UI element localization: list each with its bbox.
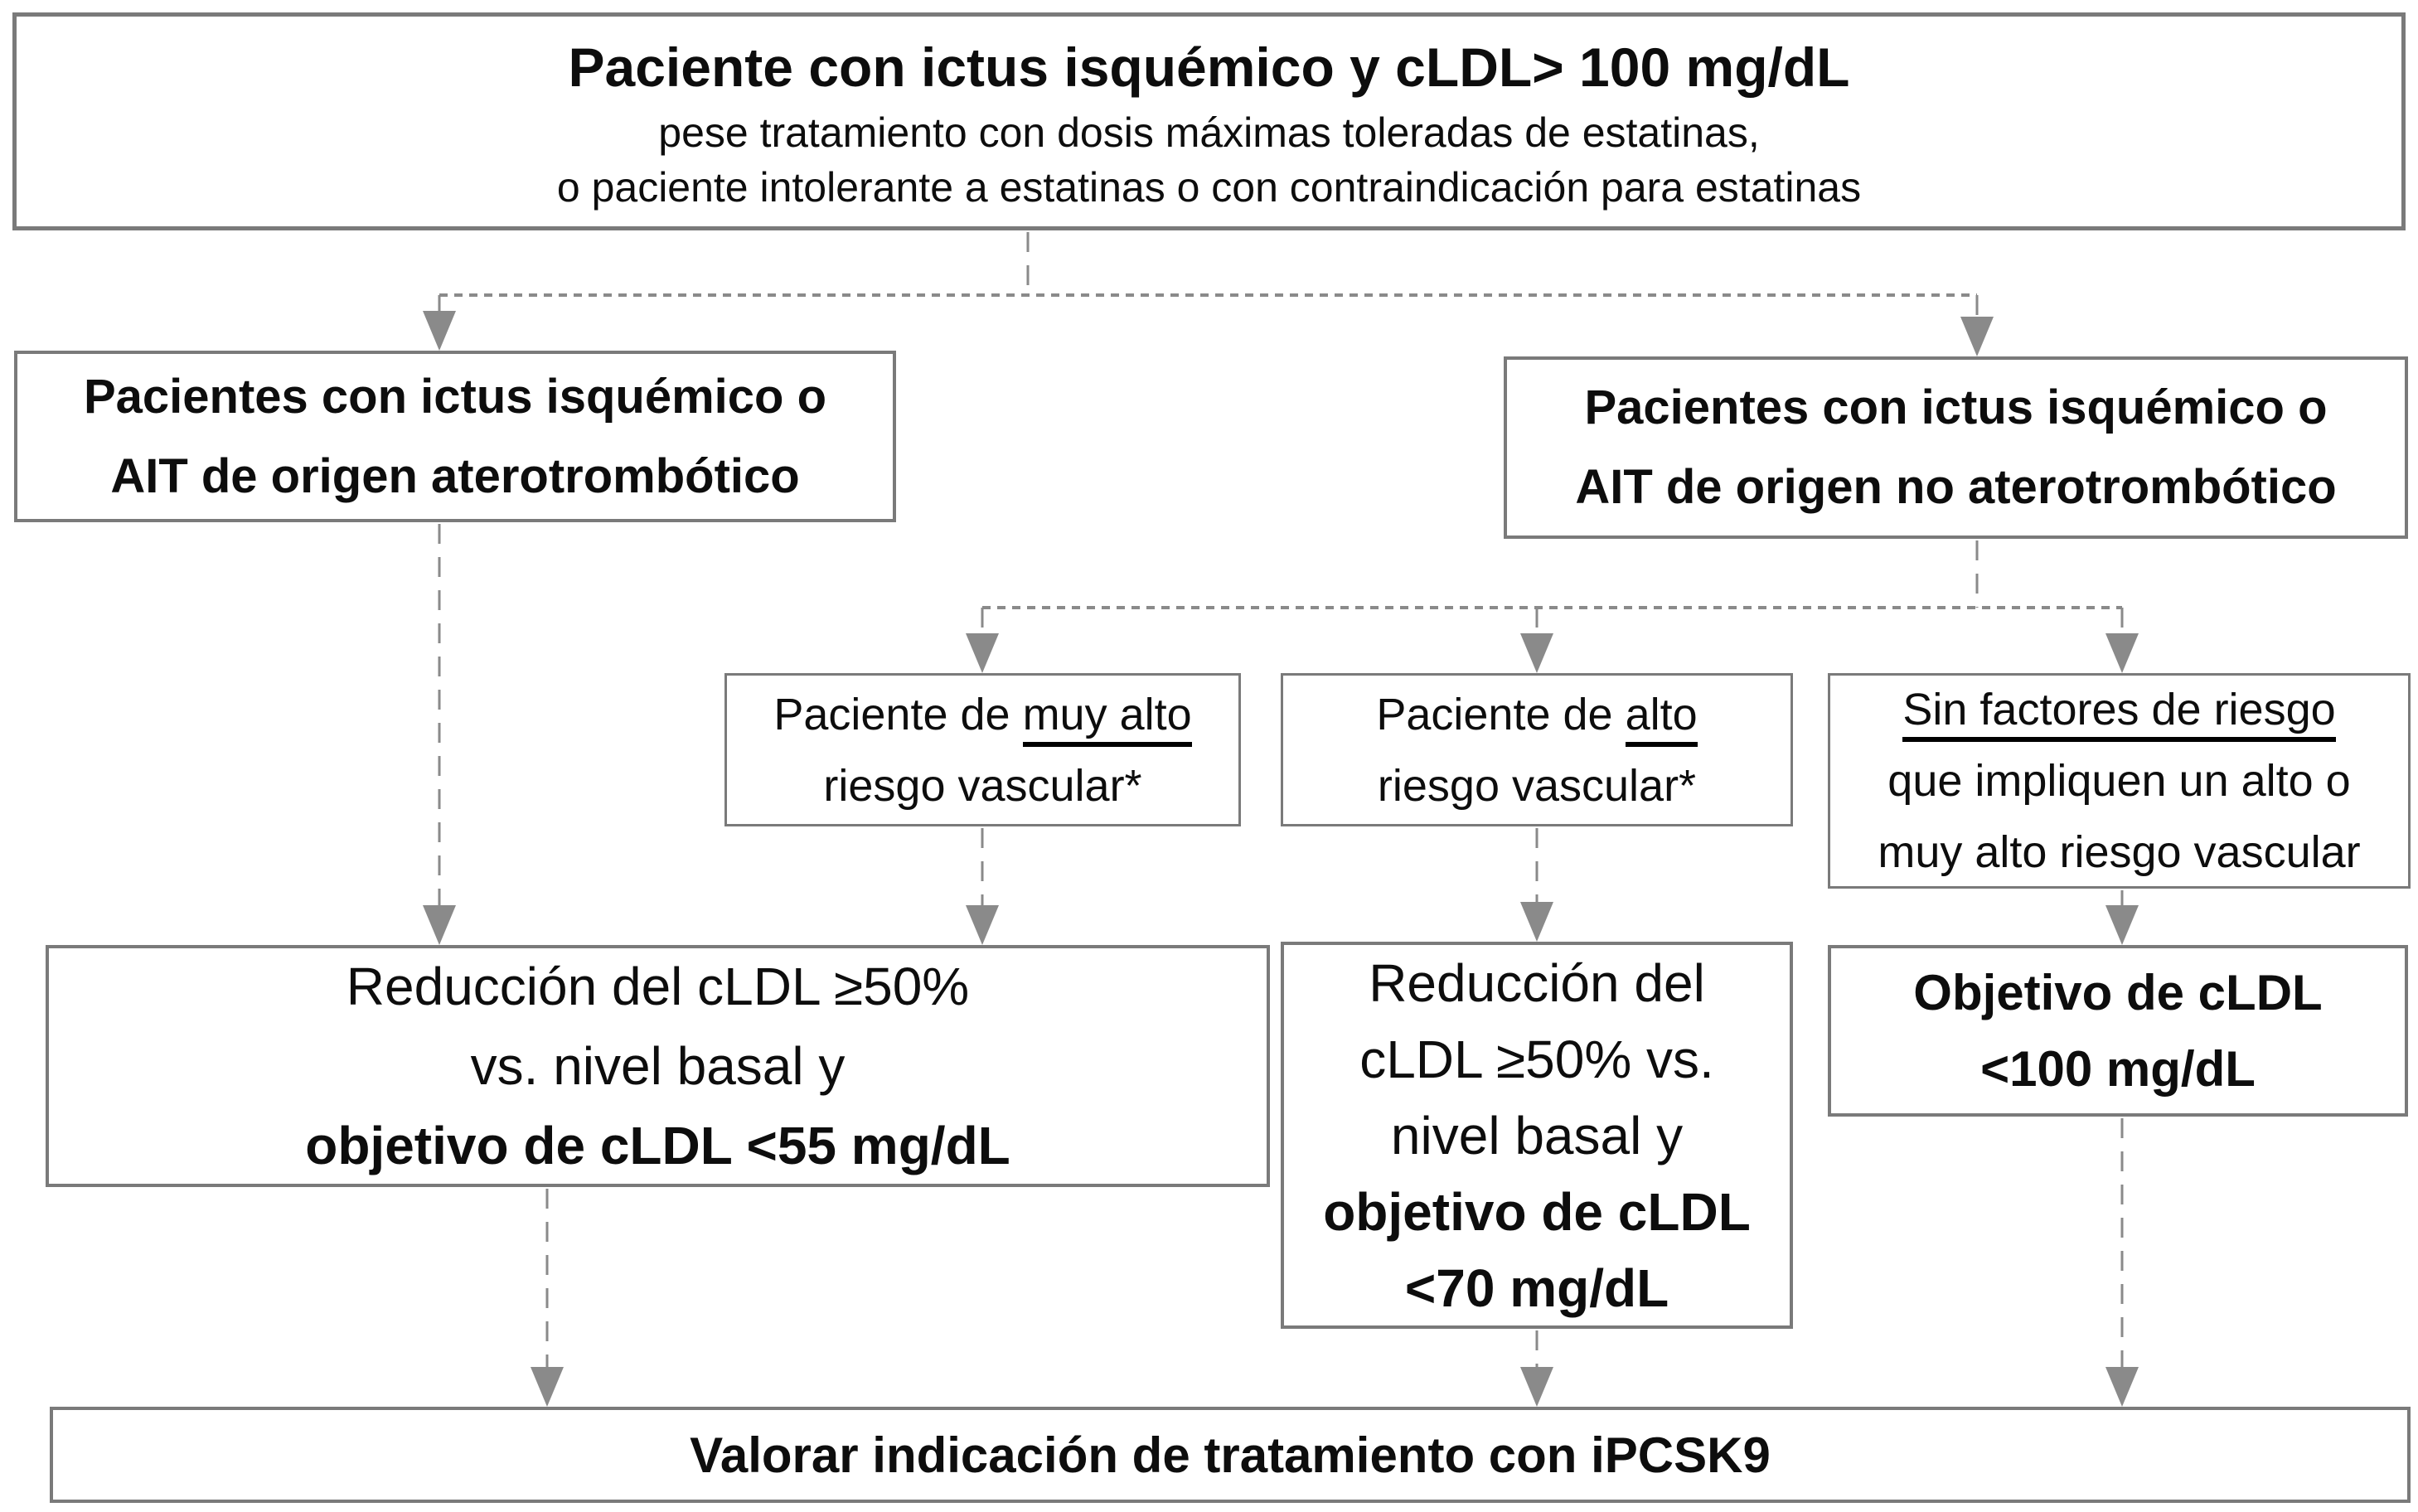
no-risk-factor-line2: que impliquen un alto o: [1887, 756, 2351, 806]
arrowhead-goal-left-a: [423, 905, 456, 945]
high-risk-line1: Paciente de alto: [1283, 679, 1790, 750]
arrowhead-goal-left-b: [966, 905, 999, 945]
no-risk-factor-underlined: Sin factores de riesgo: [1902, 685, 2336, 742]
high-risk-prefix: Paciente de: [1376, 689, 1626, 739]
goal-middle-line3: nivel basal y: [1390, 1105, 1684, 1166]
arrowhead-no-risk: [2105, 633, 2139, 673]
arrowhead-goal-middle: [1520, 902, 1553, 942]
goal-middle-line1: Reducción del: [1369, 952, 1705, 1013]
goal-right-line1: Objetivo de cLDL: [1913, 964, 2323, 1020]
goal-middle-line5: <70 mg/dL: [1404, 1258, 1669, 1318]
top-condition-box: Paciente con ictus isquémico y cLDL> 100…: [12, 12, 2406, 230]
no-risk-factor-line3: muy alto riesgo vascular: [1878, 827, 2361, 877]
atherothrombotic-line1: Pacientes con ictus isquémico o: [83, 369, 827, 424]
atherothrombotic-line2: AIT de origen aterotrombótico: [110, 448, 800, 503]
high-risk-line2: riesgo vascular*: [1377, 760, 1697, 811]
arrowhead-high: [1520, 633, 1553, 673]
goal-ldl-55-box: Reducción del cLDL ≥50% vs. nivel basal …: [46, 945, 1270, 1187]
goal-left-line1: Reducción del cLDL ≥50%: [346, 957, 970, 1016]
top-title: Paciente con ictus isquémico y cLDL> 100…: [568, 36, 1850, 98]
very-high-risk-underlined: muy alto: [1022, 689, 1192, 747]
goal-middle-line2: cLDL ≥50% vs.: [1359, 1029, 1714, 1089]
high-risk-box: Paciente de alto riesgo vascular*: [1281, 673, 1793, 826]
non-atherothrombotic-branch-box: Pacientes con ictus isquémico o AIT de o…: [1504, 356, 2408, 539]
arrowhead-very-high: [966, 633, 999, 673]
goal-left-line2: vs. nivel basal y: [470, 1036, 846, 1096]
very-high-risk-prefix: Paciente de: [773, 689, 1023, 739]
very-high-risk-line1: Paciente de muy alto: [727, 679, 1238, 750]
very-high-risk-box: Paciente de muy alto riesgo vascular*: [724, 673, 1241, 826]
no-risk-factor-box: Sin factores de riesgo que impliquen un …: [1828, 673, 2411, 889]
arrowhead-goal-right: [2105, 905, 2139, 945]
goal-left-line3: objetivo de cLDL <55 mg/dL: [305, 1116, 1010, 1175]
top-subtitle-line1: pese tratamiento con dosis máximas toler…: [658, 109, 1760, 156]
arrowhead-left-branch: [423, 311, 456, 351]
atherothrombotic-branch-box: Pacientes con ictus isquémico o AIT de o…: [14, 351, 896, 522]
no-risk-factor-line1: Sin factores de riesgo: [1830, 674, 2408, 745]
goal-ldl-100-box: Objetivo de cLDL <100 mg/dL: [1828, 945, 2408, 1117]
top-subtitle-line2: o paciente intolerante a estatinas o con…: [556, 163, 1862, 211]
arrowhead-bar-middle: [1520, 1367, 1553, 1407]
goal-middle-line4: objetivo de cLDL: [1323, 1181, 1751, 1242]
arrowhead-bar-right: [2105, 1367, 2139, 1407]
ipcsk9-action-bar: Valorar indicación de tratamiento con iP…: [50, 1407, 2411, 1503]
arrowhead-right-branch: [1960, 317, 1994, 356]
non-atherothrombotic-line2: AIT de origen no aterotrombótico: [1575, 460, 2337, 514]
ipcsk9-action-label: Valorar indicación de tratamiento con iP…: [690, 1427, 1771, 1483]
arrowhead-bar-left: [531, 1367, 564, 1407]
high-risk-underlined: alto: [1625, 689, 1698, 747]
goal-ldl-70-box: Reducción del cLDL ≥50% vs. nivel basal …: [1281, 942, 1793, 1329]
goal-right-line2: <100 mg/dL: [1980, 1040, 2256, 1097]
very-high-risk-line2: riesgo vascular*: [823, 760, 1142, 811]
non-atherothrombotic-line1: Pacientes con ictus isquémico o: [1584, 380, 2328, 434]
